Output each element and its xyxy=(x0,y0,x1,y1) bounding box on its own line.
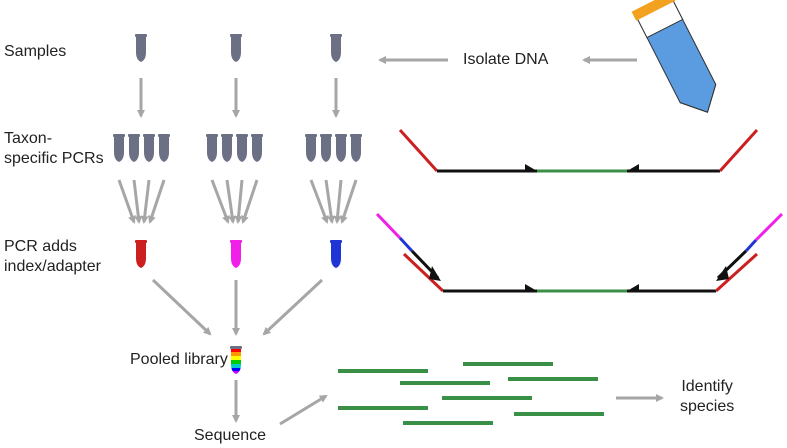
index-to-pool-arrows xyxy=(151,278,324,336)
isolate-dna-label: Isolate DNA xyxy=(463,51,549,68)
amplicon-diagram-1 xyxy=(398,128,759,173)
sequence-to-reads-arrow xyxy=(279,394,328,426)
collection-tube-icon xyxy=(631,0,717,113)
taxon-specific-pcrs-label: Taxon- specific PCRs xyxy=(4,130,104,167)
index-tube-blue xyxy=(330,240,342,268)
sequence-reads xyxy=(338,362,604,425)
sample-tube-3 xyxy=(330,34,342,62)
sample-tube-1 xyxy=(135,34,147,62)
index-tube-pink xyxy=(230,240,242,268)
index-tube-red xyxy=(135,240,147,268)
sample-tube-2 xyxy=(230,34,242,62)
pcr-adds-index-adapter-label: PCR adds index/adapter xyxy=(4,238,101,275)
sequence-label: Sequence xyxy=(194,427,267,444)
sample-to-pcr-arrows xyxy=(137,78,340,118)
taxon-pcr-tubes xyxy=(113,134,362,162)
pcr-to-index-arrows xyxy=(117,179,358,224)
identify-species-label: Identify species xyxy=(680,378,735,415)
pooled-library-label: Pooled library xyxy=(130,351,228,368)
sample-tubes xyxy=(135,34,342,62)
amplicon-diagram-2 xyxy=(375,212,784,293)
pooled-library-tube xyxy=(230,346,242,374)
samples-label: Samples xyxy=(4,43,67,60)
